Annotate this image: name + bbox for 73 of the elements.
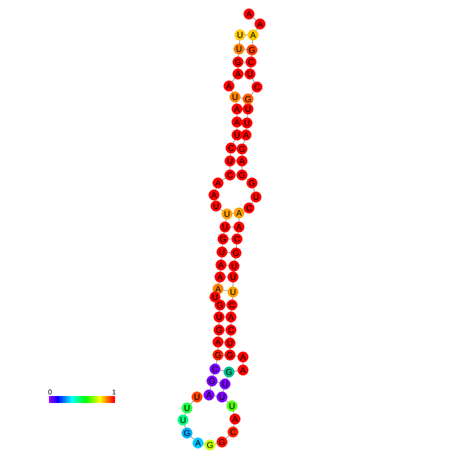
backbone-line [238,218,240,222]
backbone-line [219,310,220,312]
backbone-line [252,201,254,204]
backbone-line [256,28,258,31]
pair-line [225,276,228,278]
backbone-line [252,17,256,21]
backbone-line [184,412,186,416]
backbone-line [231,310,232,312]
pair-line [220,370,224,372]
backbone-line [213,374,214,376]
backbone-line [231,90,233,92]
backbone-line [220,208,223,212]
backbone-line [216,292,218,294]
pair-line [235,174,237,176]
backbone-line [234,370,238,372]
backbone-line [232,297,233,300]
backbone-line [222,244,223,247]
backbone-line [253,188,255,192]
backbone-line [222,178,226,180]
pair-line [217,382,220,384]
backbone-line [215,188,217,190]
pair-line [232,213,234,214]
backbone-line [226,435,230,439]
backbone-line [190,436,194,440]
backbone-line [222,389,224,392]
backbone-line [226,400,228,403]
backbone-line [238,54,239,57]
backbone-line [226,376,228,380]
backbone-line [218,282,220,284]
backbone-line [230,335,231,338]
backbone-line [251,55,252,57]
backbone-line [190,400,194,404]
backbone-line [220,270,221,272]
pair-line [223,342,225,343]
backbone-line [246,128,247,130]
pair-line [235,160,237,162]
backbone-line [218,335,219,337]
backbone-line [232,411,234,414]
pair-line [228,238,232,240]
backbone-line [246,178,248,180]
backbone-line [251,91,254,95]
backbone-line [236,114,238,117]
backbone-line [233,140,235,144]
backbone-line [221,257,222,260]
pair-line [240,134,243,136]
pair-line [230,226,234,228]
pair-line [227,252,231,253]
backbone-line [234,258,236,261]
backbone-line [236,244,237,248]
backbone-line [216,360,218,364]
backbone-line [215,443,217,444]
pair-line [224,316,226,318]
backbone-line [252,40,253,45]
backbone-line [230,322,232,325]
backbone-line [252,78,255,82]
backbone-line [232,78,235,82]
backbone-line [243,140,245,144]
backbone-line [210,386,212,390]
backbone-line [250,67,251,69]
pair-line [225,304,227,306]
backbone-line [232,282,234,287]
pair-line [223,354,225,356]
backbone-line [184,424,186,428]
backbone-line [218,322,220,325]
backbone-line [242,362,244,365]
pair-line [245,34,248,36]
backbone-line [236,127,238,130]
pair-line [223,290,228,292]
backbone-line [230,153,231,156]
backbone-line [247,114,248,118]
backbone-line [239,40,240,44]
pair-line [226,265,229,266]
pair-line [244,49,247,50]
